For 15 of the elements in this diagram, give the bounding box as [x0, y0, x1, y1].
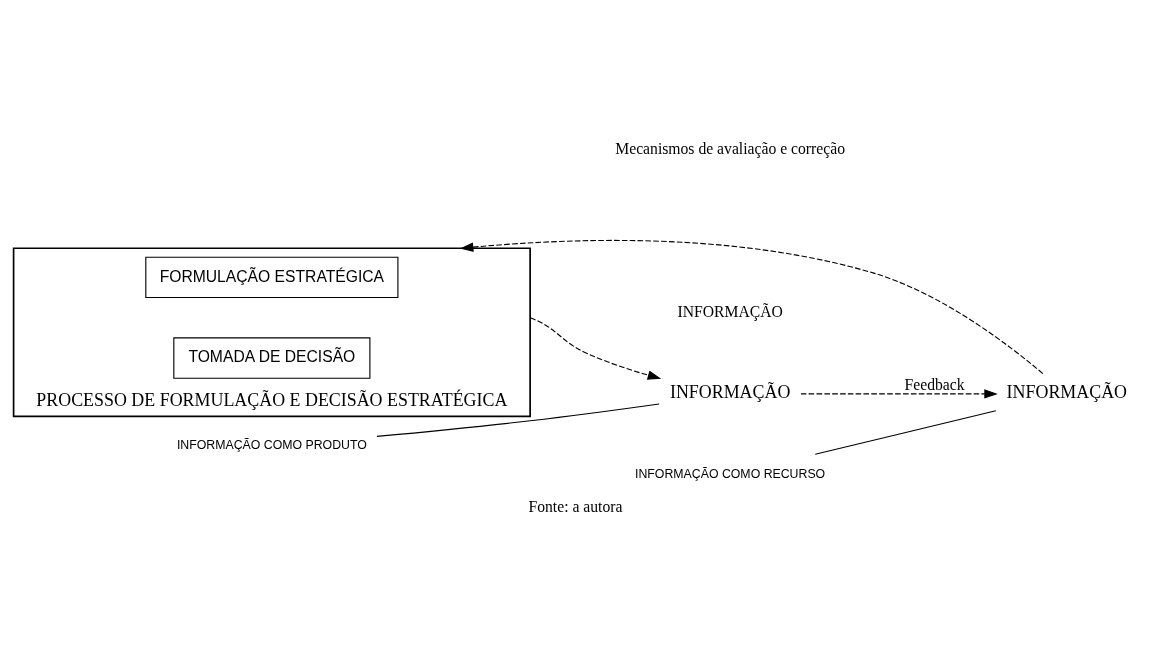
node-text: INFORMAÇÃO — [1006, 382, 1128, 403]
connector — [376, 403, 660, 437]
node-text: INFORMAÇÃO — [669, 382, 791, 403]
node-text: INFORMAÇÃO COMO RECURSO — [635, 466, 826, 481]
node-box: FORMULAÇÃO ESTRATÉGICA — [145, 256, 399, 299]
arrow — [529, 317, 662, 380]
caption: Fonte: a autora — [528, 497, 623, 515]
edge-label: Feedback — [904, 375, 965, 393]
connector — [814, 410, 997, 455]
arrow — [800, 389, 998, 399]
node-box: TOMADA DE DECISÃO — [173, 337, 371, 379]
node-text: INFORMAÇÃO COMO PRODUTO — [176, 437, 367, 452]
arrow — [459, 239, 1044, 375]
label: Mecanismos de avaliação e correção — [615, 139, 845, 157]
label: INFORMAÇÃO — [677, 303, 783, 321]
